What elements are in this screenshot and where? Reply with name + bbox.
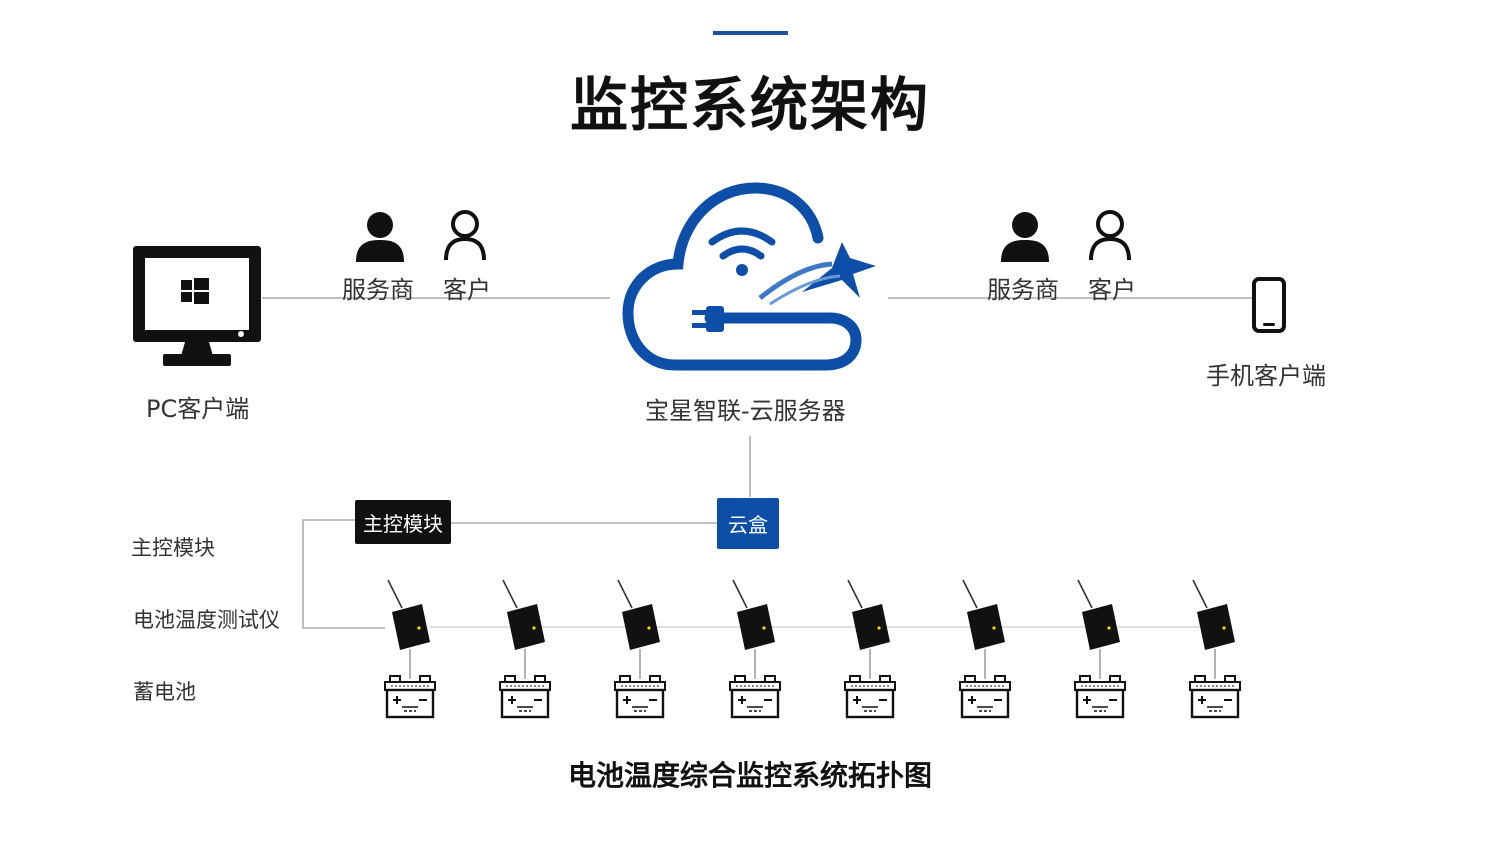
temperature-tester-icon	[1192, 579, 1235, 650]
device-battery-link	[639, 649, 641, 679]
device-battery-link	[1214, 649, 1216, 679]
device-battery-link	[409, 649, 411, 679]
monitor-windows-icon	[133, 246, 261, 366]
temperature-tester-icon	[387, 579, 430, 650]
device-battery-link	[869, 649, 871, 679]
customer-user-icon	[1089, 210, 1131, 261]
device-battery-link	[984, 649, 986, 679]
mobile-client-label: 手机客户端	[1206, 362, 1326, 390]
temperature-tester-icon	[502, 579, 545, 650]
provider-user-icon	[1001, 212, 1049, 262]
battery-icon	[1074, 675, 1126, 719]
row-label-battery: 蓄电池	[133, 680, 196, 704]
cloud-box: 云盒	[717, 498, 779, 549]
page-title: 监控系统架构	[569, 71, 930, 139]
battery-icon	[729, 675, 781, 719]
left-provider-label: 服务商	[342, 276, 414, 304]
right-provider-label: 服务商	[987, 276, 1059, 304]
battery-icon	[844, 675, 896, 719]
device-battery-link	[1099, 649, 1101, 679]
customer-user-icon	[444, 210, 486, 261]
battery-icon	[614, 675, 666, 719]
right-customer-label: 客户	[1088, 276, 1136, 304]
cloud-wifi-plug-icon	[622, 182, 876, 371]
temperature-tester-icon	[962, 579, 1005, 650]
row-label-tester: 电池温度测试仪	[133, 608, 280, 632]
pc-client-label: PC客户端	[146, 395, 250, 423]
battery-icon	[499, 675, 551, 719]
battery-icon	[959, 675, 1011, 719]
diagram-caption: 电池温度综合监控系统拓扑图	[567, 759, 932, 792]
battery-icon	[1189, 675, 1241, 719]
row-label-main-module: 主控模块	[131, 536, 215, 560]
battery-icon	[384, 675, 436, 719]
left-customer-label: 客户	[443, 276, 491, 304]
temperature-tester-icon	[847, 579, 890, 650]
temperature-tester-icon	[1077, 579, 1120, 650]
provider-user-icon	[356, 212, 404, 262]
device-battery-link	[524, 649, 526, 679]
cloud-server-label: 宝星智联-云服务器	[645, 397, 846, 425]
temperature-tester-icon	[617, 579, 660, 650]
temperature-tester-icon	[732, 579, 775, 650]
title-accent-bar	[713, 31, 788, 35]
main-module-box: 主控模块	[355, 500, 451, 544]
device-battery-link	[754, 649, 756, 679]
smartphone-icon	[1252, 277, 1286, 333]
